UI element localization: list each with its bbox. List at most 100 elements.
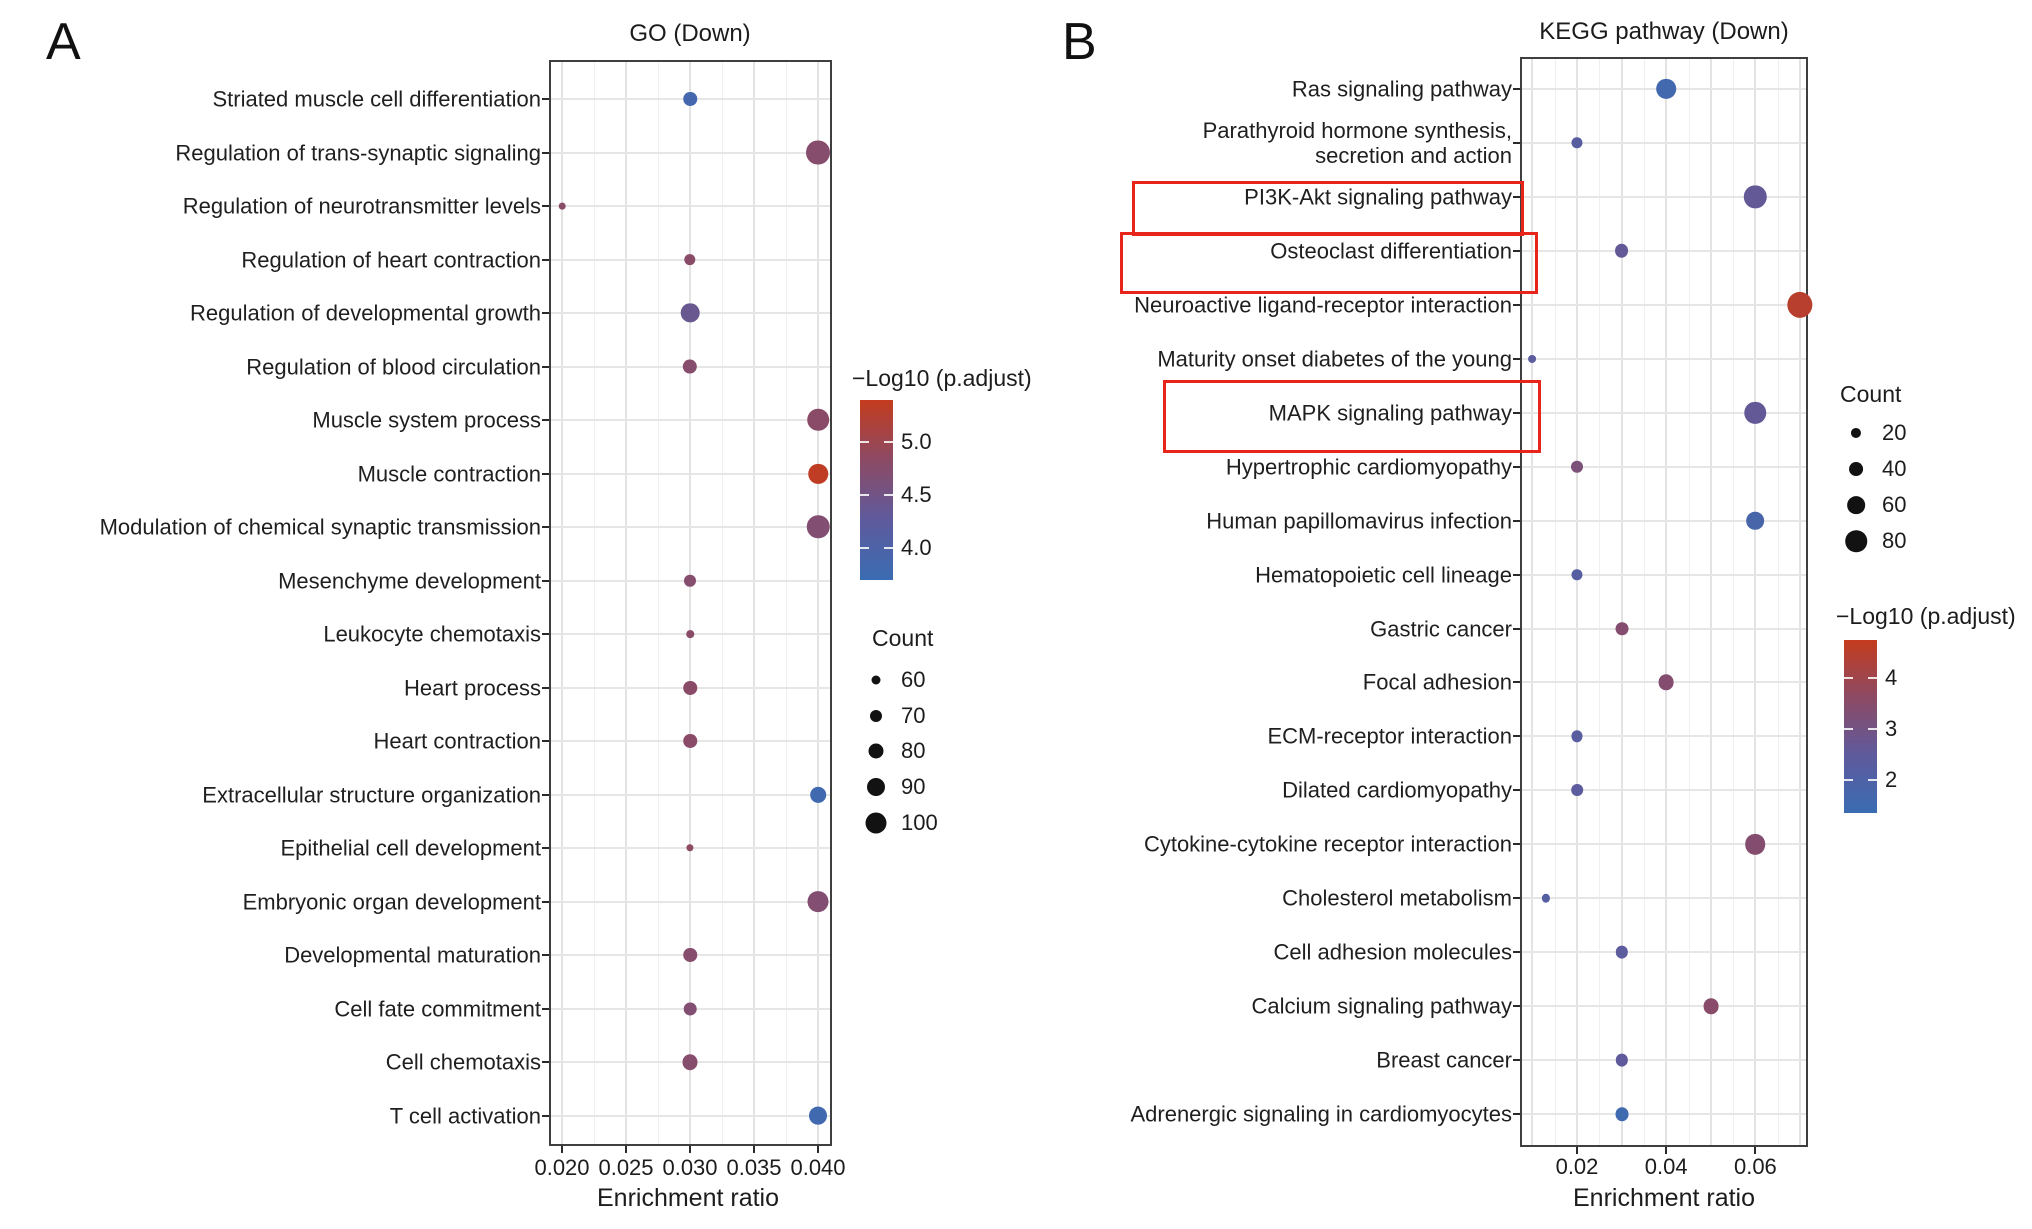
data-point [810, 786, 826, 803]
count-legend-label: 20 [1882, 420, 1907, 445]
data-point [1615, 621, 1629, 636]
colorbar-tick-mark [1844, 778, 1853, 781]
category-label: Maturity onset diabetes of the young [1157, 346, 1512, 372]
data-point [683, 733, 697, 749]
y-gridline [549, 151, 832, 154]
panel-a-colorbar-title: −Log10 (p.adjust) [852, 365, 1032, 391]
count-legend-label: 80 [901, 738, 926, 764]
plot-frame-border [1520, 57, 1808, 1147]
colorbar-tick-mark [860, 547, 869, 550]
category-label: Calcium signaling pathway [1251, 993, 1512, 1019]
y-gridline [1520, 1005, 1808, 1008]
y-axis-tick [542, 579, 549, 582]
colorbar-tick-mark [1844, 728, 1853, 731]
highlight-box [1120, 232, 1538, 294]
y-axis-tick [542, 633, 549, 635]
category-label: Adrenergic signaling in cardiomyocytes [1130, 1101, 1512, 1127]
y-gridline [1520, 627, 1808, 630]
data-point [1614, 243, 1629, 259]
category-label: Hematopoietic cell lineage [1255, 562, 1512, 588]
x-gridline [561, 60, 563, 1146]
x-axis-tick [753, 1146, 755, 1153]
x-minor-gridline [1733, 57, 1735, 1147]
count-legend-label: 60 [901, 667, 926, 692]
y-axis-tick [1513, 88, 1520, 90]
x-axis-tick [1665, 1147, 1668, 1154]
x-minor-gridline [1599, 57, 1601, 1147]
category-label: Heart contraction [373, 728, 541, 754]
y-axis-tick [542, 1114, 549, 1117]
data-point [806, 140, 830, 165]
x-tick-label: 0.04 [1644, 1154, 1688, 1179]
panel-a-title: GO (Down) [629, 20, 751, 47]
x-gridline [689, 60, 691, 1146]
category-label: Extracellular structure organization [202, 782, 541, 807]
data-point [683, 91, 697, 107]
highlight-box [1163, 380, 1541, 453]
x-gridline [1665, 57, 1668, 1147]
y-gridline [549, 419, 832, 421]
colorbar-tick-mark [1868, 728, 1877, 731]
panel-b-title: KEGG pathway (Down) [1539, 18, 1789, 45]
panel-b-colorbar-title: −Log10 (p.adjust) [1836, 603, 2016, 629]
category-label: Heart process [404, 675, 541, 700]
highlight-box [1132, 181, 1524, 236]
y-axis-tick [542, 365, 549, 368]
category-label: Gastric cancer [1370, 616, 1512, 641]
category-label: Regulation of neurotransmitter levels [182, 193, 541, 219]
y-gridline [1520, 249, 1808, 252]
x-axis-tick [1754, 1147, 1757, 1154]
y-gridline [549, 472, 832, 475]
panel-b-letter: B [1062, 13, 1097, 71]
y-gridline [1520, 897, 1808, 900]
y-gridline [1520, 465, 1808, 468]
category-label: Focal adhesion [1362, 669, 1512, 695]
y-axis-tick [1513, 1113, 1520, 1116]
x-gridline [1754, 57, 1757, 1147]
y-axis-tick [542, 98, 549, 100]
colorbar-tick-mark [884, 441, 893, 444]
count-legend-label: 60 [1882, 492, 1907, 517]
data-point [1541, 893, 1550, 903]
category-label: Cell fate commitment [334, 996, 541, 1021]
category-label: Neuroactive ligand-receptor interaction [1134, 292, 1512, 318]
data-point [1656, 78, 1676, 100]
y-axis-tick [542, 1007, 549, 1010]
count-legend-label: 90 [901, 774, 926, 800]
data-point [1746, 511, 1765, 530]
x-gridline [817, 60, 819, 1146]
data-point [807, 408, 829, 432]
y-axis-tick [1513, 141, 1520, 144]
category-label: Breast cancer [1376, 1047, 1512, 1073]
y-axis-tick [1513, 195, 1520, 198]
category-label: Mesenchyme development [278, 568, 541, 593]
category-label: Hypertrophic cardiomyopathy [1225, 454, 1512, 480]
y-gridline [1520, 951, 1808, 954]
y-axis-tick [1513, 357, 1520, 360]
y-axis-tick [542, 847, 549, 849]
data-point [684, 574, 696, 587]
colorbar-tick-mark [1868, 677, 1877, 680]
x-minor-gridline [1688, 57, 1690, 1147]
y-axis-tick [542, 472, 549, 475]
y-gridline [1520, 789, 1808, 792]
y-gridline [549, 205, 832, 207]
y-gridline [549, 1114, 832, 1117]
y-axis-tick [542, 900, 549, 903]
colorbar-tick-mark [1868, 778, 1877, 781]
category-label: Cytokine-cytokine receptor interaction [1143, 831, 1512, 857]
data-point [683, 1001, 697, 1016]
x-axis-tick [561, 1146, 563, 1153]
x-gridline [1709, 57, 1712, 1147]
y-gridline [549, 793, 832, 796]
colorbar-tick-label: 5.0 [901, 429, 932, 455]
category-label: Modulation of chemical synaptic transmis… [99, 514, 541, 540]
category-label: PI3K-Akt signaling pathway [1244, 184, 1512, 210]
x-tick-label: 0.06 [1733, 1154, 1777, 1179]
x-gridline [1531, 57, 1534, 1147]
y-axis-tick [1513, 843, 1520, 846]
y-axis-tick [1513, 735, 1520, 738]
